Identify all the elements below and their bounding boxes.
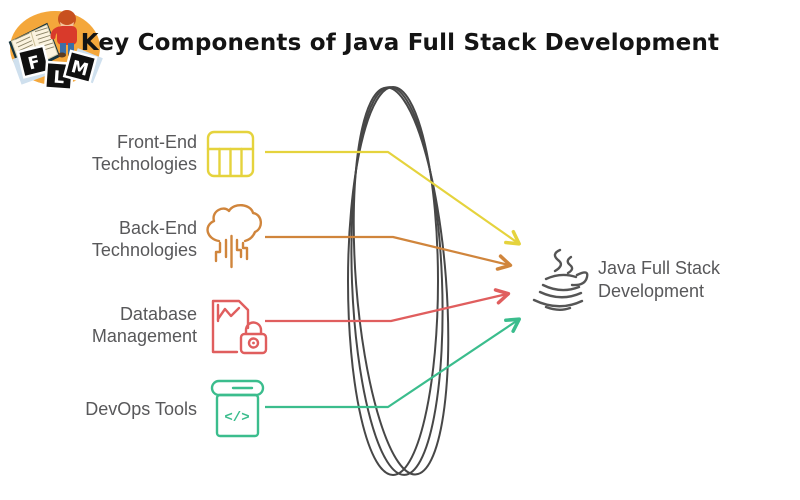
label-line: Front-End — [116, 132, 197, 152]
code-container-icon: </> — [210, 379, 265, 438]
label-devops-tools: DevOps Tools — [85, 398, 197, 420]
label-line: DevOps Tools — [85, 399, 197, 419]
lens-shape — [347, 86, 450, 476]
java-coffee-cup-icon — [532, 248, 589, 311]
block-letter-f: F — [26, 52, 42, 74]
logo-letter-blocks: F L M — [12, 44, 103, 90]
label-line: Back-End — [118, 218, 197, 238]
page-title: Key Components of Java Full Stack Develo… — [80, 30, 720, 56]
arrow-front-end — [265, 150, 521, 246]
arrow-database — [265, 288, 511, 323]
label-back-end-technologies: Back-End Technologies — [92, 217, 197, 261]
label-line: Java Full Stack — [598, 258, 721, 278]
document-lock-chart-icon — [211, 299, 268, 355]
label-front-end-technologies: Front-End Technologies — [92, 131, 197, 175]
label-line: Development — [598, 281, 705, 301]
flm-logo: F L M — [8, 10, 103, 90]
label-java-full-stack-development: Java Full Stack Development — [598, 257, 720, 303]
label-line: Management — [91, 326, 197, 346]
code-glyph: </> — [224, 410, 249, 426]
arrow-devops — [265, 317, 521, 409]
table-layout-icon — [206, 130, 255, 178]
cloud-circuit-icon — [206, 204, 262, 269]
arrow-back-end — [265, 235, 513, 271]
label-line: Database — [119, 304, 197, 324]
block-letter-l: L — [53, 68, 65, 89]
label-line: Technologies — [91, 240, 197, 260]
label-line: Technologies — [91, 154, 197, 174]
block-letter-m: M — [69, 57, 91, 81]
label-database-management: Database Management — [92, 303, 197, 347]
